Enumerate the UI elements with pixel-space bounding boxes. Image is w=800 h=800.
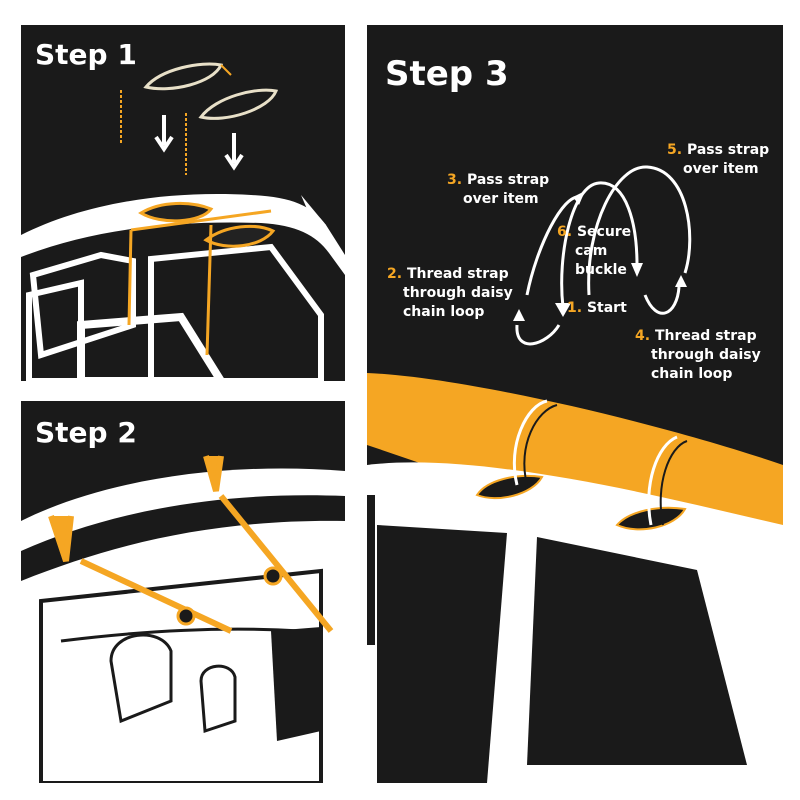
step-1-illustration	[21, 62, 345, 381]
strap-loop-diagram	[515, 165, 692, 346]
step-3-label-1: 1. Start	[567, 300, 627, 316]
step-3-label-6: 6. Secure cam buckle	[557, 224, 632, 278]
step-1-panel: Step 1	[18, 22, 348, 384]
strap-arrows	[513, 191, 687, 321]
step-3-illustration	[367, 165, 783, 783]
step-3-panel: Step 3 1. Start 2. Thread strap through …	[364, 22, 786, 786]
step-3-label-4: 4. Thread strap through daisy chain loop	[635, 328, 761, 382]
step-3-label-5: 5. Pass strap over item	[667, 142, 770, 177]
step-3-title: Step 3	[385, 54, 509, 94]
step-2-illustration	[21, 455, 345, 783]
step-2-title: Step 2	[35, 416, 137, 449]
step-3-label-3: 3. Pass strap over item	[447, 172, 550, 207]
step-1-title: Step 1	[35, 38, 137, 71]
step-2-panel: Step 2	[18, 398, 348, 786]
step-3-label-2: 2. Thread strap through daisy chain loop	[387, 266, 513, 320]
